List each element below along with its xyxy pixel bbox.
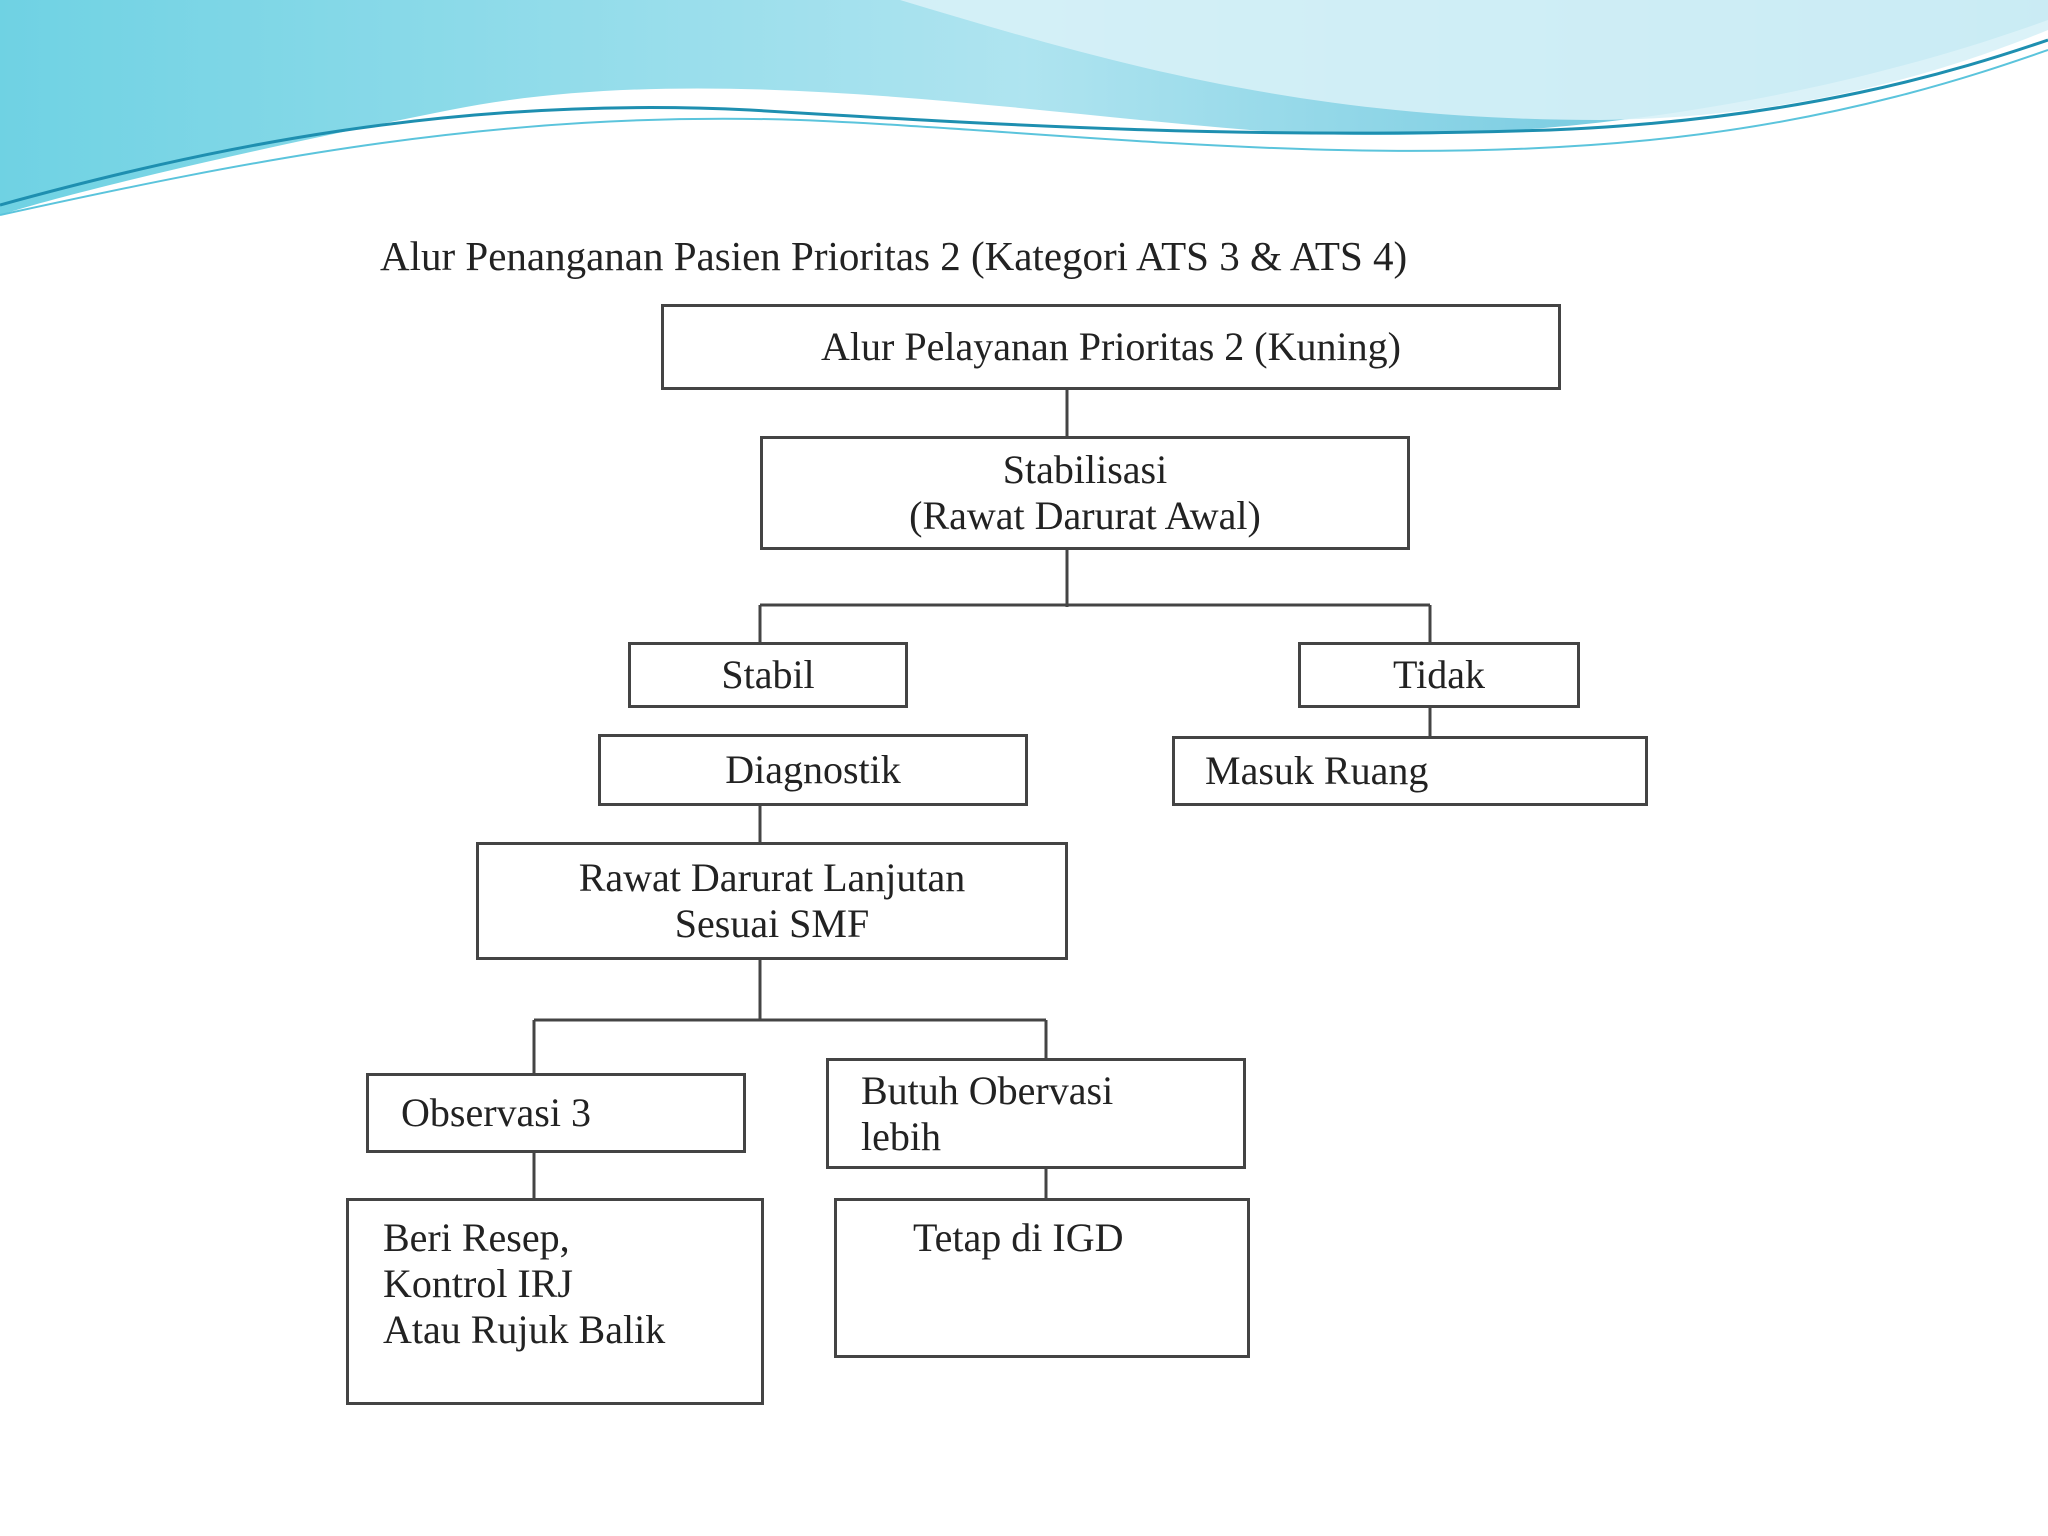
node-tidak: Tidak	[1298, 642, 1580, 708]
node-rawat-lanjutan-line-1: Rawat Darurat Lanjutan	[578, 855, 966, 900]
node-rawat-lanjutan-line-2: Sesuai SMF	[674, 901, 870, 946]
node-alur-pelayanan-label: Alur Pelayanan Prioritas 2 (Kuning)	[821, 324, 1401, 369]
node-masuk-ruang-label: Masuk Ruang	[1205, 748, 1429, 793]
node-observasi-label: Observasi 3	[401, 1090, 591, 1135]
node-stabilisasi-line-1: Stabilisasi	[1002, 447, 1168, 492]
node-rawat-darurat-lanjutan: Rawat Darurat Lanjutan Sesuai SMF	[476, 842, 1068, 960]
node-stabilisasi-line-2: (Rawat Darurat Awal)	[909, 493, 1261, 538]
node-butuh-observasi-line-1: Butuh Obervasi	[861, 1067, 1114, 1113]
diagram-title: Alur Penanganan Pasien Prioritas 2 (Kate…	[380, 233, 1408, 279]
node-beri-resep-line-2: Kontrol IRJ	[383, 1261, 573, 1306]
header-wave-decoration	[0, 0, 2048, 216]
node-tetap-igd-label: Tetap di IGD	[913, 1215, 1124, 1260]
node-diagnostik: Diagnostik	[598, 734, 1028, 806]
node-butuh-observasi-line-2: lebih	[861, 1113, 941, 1159]
node-stabil-label: Stabil	[721, 652, 815, 697]
node-masuk-ruang: Masuk Ruang	[1172, 736, 1648, 806]
node-butuh-observasi: Butuh Obervasi lebih	[826, 1058, 1246, 1169]
node-stabil: Stabil	[628, 642, 908, 708]
node-beri-resep: Beri Resep, Kontrol IRJ Atau Rujuk Balik	[346, 1198, 764, 1405]
node-alur-pelayanan: Alur Pelayanan Prioritas 2 (Kuning)	[661, 304, 1561, 390]
node-beri-resep-line-1: Beri Resep,	[383, 1215, 570, 1260]
node-beri-resep-line-3: Atau Rujuk Balik	[383, 1307, 666, 1352]
node-observasi-3: Observasi 3	[366, 1073, 746, 1153]
node-stabilisasi: Stabilisasi (Rawat Darurat Awal)	[760, 436, 1410, 550]
node-tidak-label: Tidak	[1393, 652, 1485, 697]
node-diagnostik-label: Diagnostik	[725, 747, 901, 792]
node-tetap-di-igd: Tetap di IGD	[834, 1198, 1250, 1358]
